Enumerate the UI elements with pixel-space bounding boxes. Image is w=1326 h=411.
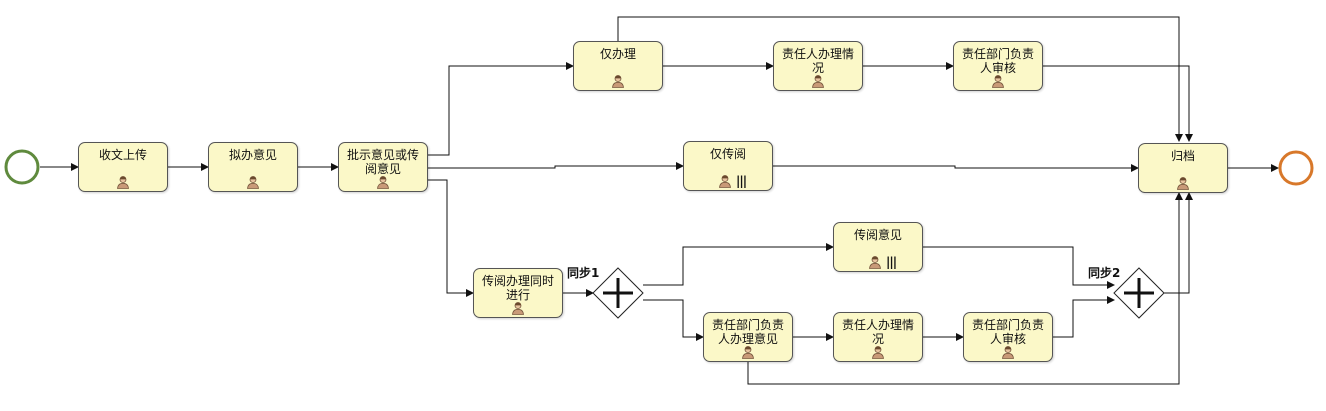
- gateway-sync1-shape: [592, 267, 644, 319]
- flow-bumen-yijian-to-guidang: [747, 192, 1183, 385]
- user-icon: [812, 75, 824, 88]
- task-pishi[interactable]: 批示意见或传 阅意见: [338, 142, 428, 192]
- user-icon: [1177, 177, 1189, 190]
- flow-bumen-bottom-to-sync2: [1053, 296, 1115, 338]
- task-label: 仅办理: [599, 47, 636, 61]
- task-jinban[interactable]: 仅办理: [573, 41, 663, 91]
- user-icon: [377, 176, 389, 189]
- task-label: 责任部门负责 人审核: [961, 47, 1034, 75]
- gateway-sync2-label: 同步2: [1088, 266, 1121, 280]
- user-icon: [612, 75, 624, 88]
- user-icon: [992, 75, 1004, 88]
- flow-pishi-to-jinban: [428, 62, 574, 156]
- task-bumen-yijian[interactable]: 责任部门负责 人办理意见: [703, 312, 793, 362]
- task-label: 责任人办理情 况: [781, 47, 854, 75]
- user-icon: [872, 346, 884, 359]
- flow-jinban-bypass-to-guidang: [617, 16, 1183, 142]
- task-label: 批示意见或传 阅意见: [346, 148, 419, 176]
- task-label: 拟办意见: [228, 148, 277, 162]
- flow-sync1-to-chuanyue: [643, 243, 834, 286]
- task-guidang[interactable]: 归档: [1138, 143, 1228, 193]
- flow-pishi-to-tongshi: [428, 179, 474, 297]
- task-tongshi[interactable]: 传阅办理同时 进行: [473, 268, 563, 318]
- user-icon: [117, 176, 129, 189]
- gateway-sync1-label: 同步1: [567, 266, 600, 280]
- task-shouwen[interactable]: 收文上传: [78, 142, 168, 192]
- task-bumen-bottom[interactable]: 责任部门负责 人审核: [963, 312, 1053, 362]
- start-event: [4, 149, 40, 185]
- user-icon: [512, 302, 524, 315]
- flow-bumen-top-to-guidang: [1043, 65, 1193, 142]
- task-zeren-bottom[interactable]: 责任人办理情 况: [833, 312, 923, 362]
- task-chuanyue-yijian[interactable]: 传阅意见 |||: [833, 222, 923, 272]
- parallel-multi-instance-icon: |||: [886, 255, 897, 269]
- task-label: 传阅办理同时 进行: [481, 274, 554, 302]
- flow-sync1-to-bumen-yijian: [643, 299, 704, 341]
- task-niban[interactable]: 拟办意见: [208, 142, 298, 192]
- parallel-multi-instance-icon: |||: [736, 174, 747, 188]
- user-icon: [247, 176, 259, 189]
- task-label: 责任部门负责 人办理意见: [711, 318, 784, 346]
- user-icon: [742, 346, 754, 359]
- task-label: 仅传阅: [709, 147, 746, 161]
- user-icon: [719, 175, 731, 188]
- flow-pishi-to-jinchuanyue: [428, 162, 684, 170]
- end-event: [1278, 150, 1314, 186]
- task-label: 收文上传: [98, 148, 147, 162]
- task-bumen-top[interactable]: 责任部门负责 人审核: [953, 41, 1043, 91]
- task-zeren-top[interactable]: 责任人办理情 况: [773, 41, 863, 91]
- task-label: 责任部门负责 人审核: [971, 318, 1044, 346]
- task-label: 传阅意见: [853, 228, 902, 242]
- task-label: 归档: [1170, 149, 1195, 163]
- user-icon: [869, 256, 881, 269]
- flow-chuanyue-to-sync2: [923, 246, 1115, 289]
- task-jinchuanyue[interactable]: 仅传阅 |||: [683, 141, 773, 191]
- gateway-sync2-shape: [1113, 267, 1165, 319]
- user-icon: [1002, 346, 1014, 359]
- flow-sync2-to-guidang: [1164, 192, 1193, 294]
- flow-jinchuanyue-to-guidang: [773, 164, 1139, 172]
- task-label: 责任人办理情 况: [841, 318, 914, 346]
